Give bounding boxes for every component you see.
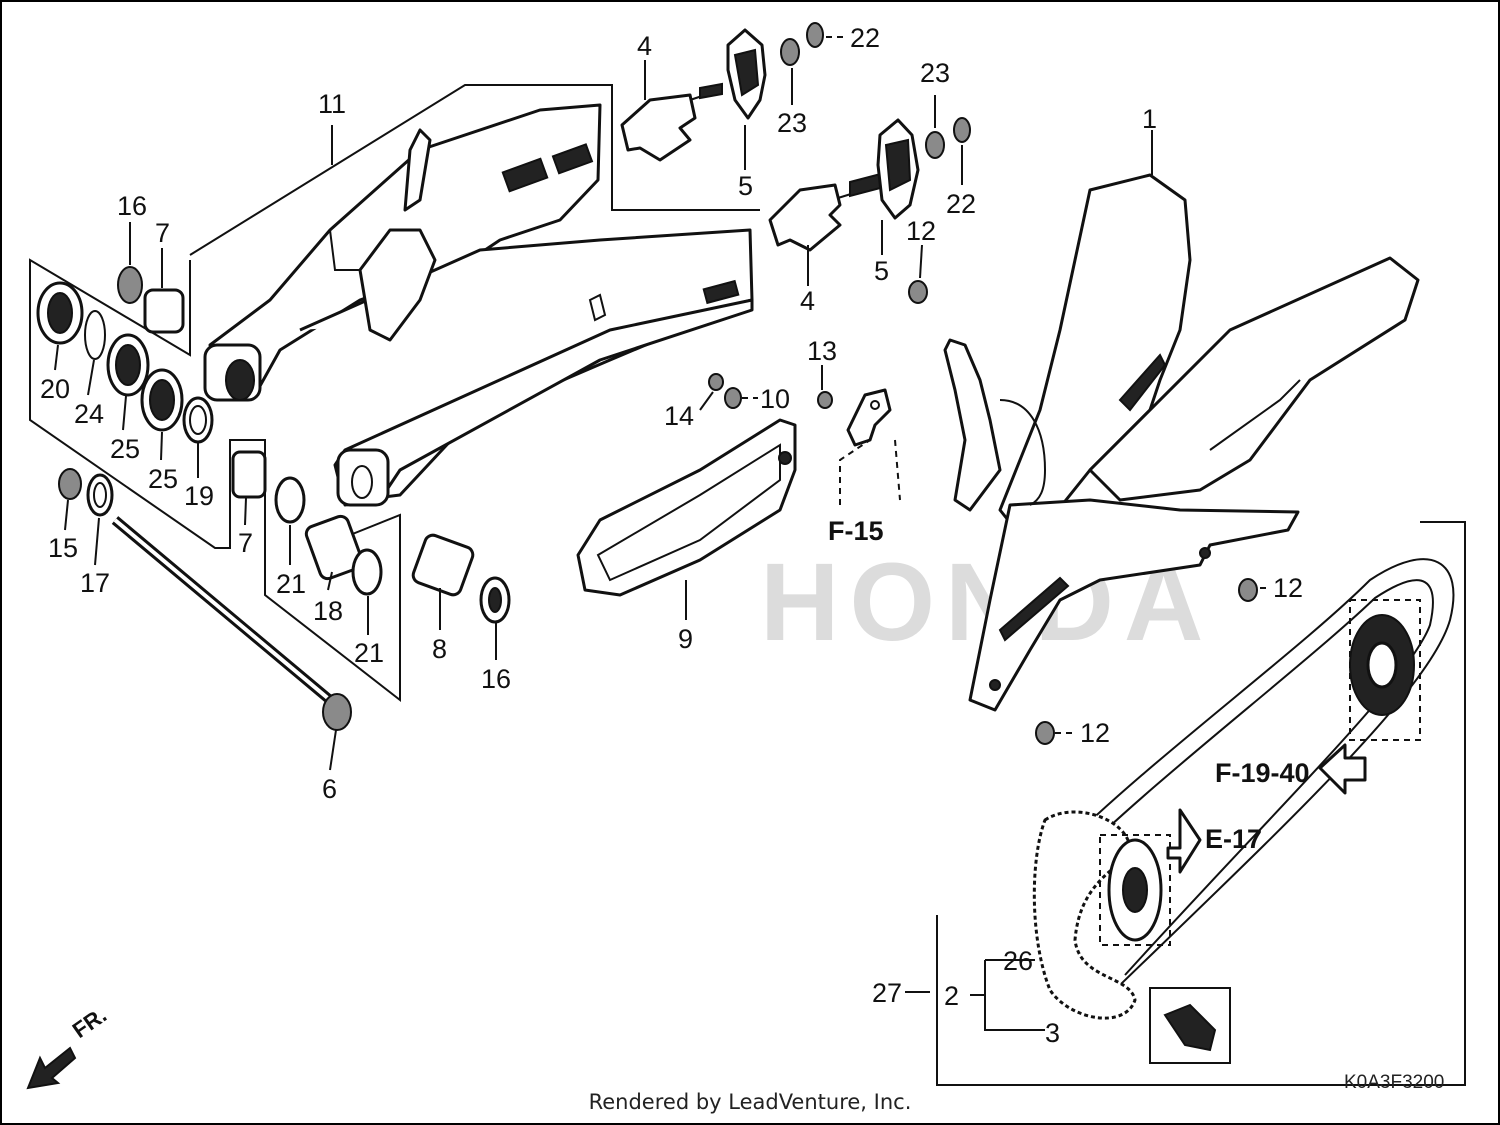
callout-10: 10 [760,384,790,414]
reference-arrows [1166,743,1367,874]
pivot-bearing-parts [36,266,511,624]
bracket [817,388,901,505]
callout-21-left: 21 [276,569,306,599]
reference-codes: F-15 F-19-40 E-17 [828,516,1310,854]
callout-12-right: 12 [1273,573,1303,603]
callout-4-lower: 4 [800,286,815,316]
fender-bolts [908,280,1258,745]
callout-9: 9 [678,624,693,654]
callout-25-left: 25 [110,434,140,464]
chain-adjuster-lower [768,170,889,252]
callout-27: 27 [872,978,902,1008]
callout-12-top: 12 [906,216,936,246]
callout-22-lower: 22 [946,189,976,219]
swingarm [203,103,754,507]
adjuster-nuts [780,22,971,159]
callout-5-lower: 5 [874,256,889,286]
callout-25-right: 25 [148,464,178,494]
callout-4-upper: 4 [637,31,652,61]
callout-7-upper: 7 [155,218,170,248]
callout-16-lower: 16 [481,664,511,694]
callout-24: 24 [74,399,104,429]
front-direction-arrow-icon [26,1046,77,1090]
swingarm-group-outline [29,84,760,703]
callout-12-bottom: 12 [1080,718,1110,748]
leader-lines [54,36,1270,771]
callout-11: 11 [318,89,346,119]
reference-f-15: F-15 [828,516,884,546]
callout-19: 19 [184,481,214,511]
callout-13: 13 [807,336,837,366]
callout-14: 14 [664,401,694,431]
callout-6: 6 [322,774,337,804]
adjuster-plate-lower [876,118,920,220]
callout-1: 1 [1142,104,1157,134]
pivot-bolt [111,516,352,731]
reference-e-17: E-17 [1205,824,1262,854]
callout-15: 15 [48,533,78,563]
rear-fender-chain-guard [943,173,1420,712]
callout-7-lower: 7 [238,528,253,558]
callout-2: 2 [944,981,959,1011]
callout-22-upper: 22 [850,23,880,53]
footer-credit: Rendered by LeadVenture, Inc. [588,1090,912,1114]
callout-26: 26 [1003,946,1033,976]
callout-3: 3 [1045,1018,1060,1048]
callout-16-upper: 16 [117,191,147,221]
diagram-code: K0A3F3200 [1344,1072,1445,1093]
callout-21-right: 21 [354,638,384,668]
chain-slider [576,373,797,597]
drive-chain [905,558,1455,1064]
adjuster-plate-upper [726,28,767,120]
callout-17: 17 [80,568,110,598]
callout-labels: 1 2 3 4 4 5 5 6 7 7 8 9 10 11 12 12 12 1… [40,23,1303,1048]
drive-chain-group-outline [936,521,1466,1086]
callout-8: 8 [432,634,447,664]
chain-adjuster-upper [620,82,723,162]
callout-18: 18 [313,596,343,626]
callout-23-upper: 23 [777,108,807,138]
callout-20: 20 [40,374,70,404]
reference-f-19-40: F-19-40 [1215,758,1310,788]
callout-5-upper: 5 [738,171,753,201]
callout-23-lower: 23 [920,58,950,88]
